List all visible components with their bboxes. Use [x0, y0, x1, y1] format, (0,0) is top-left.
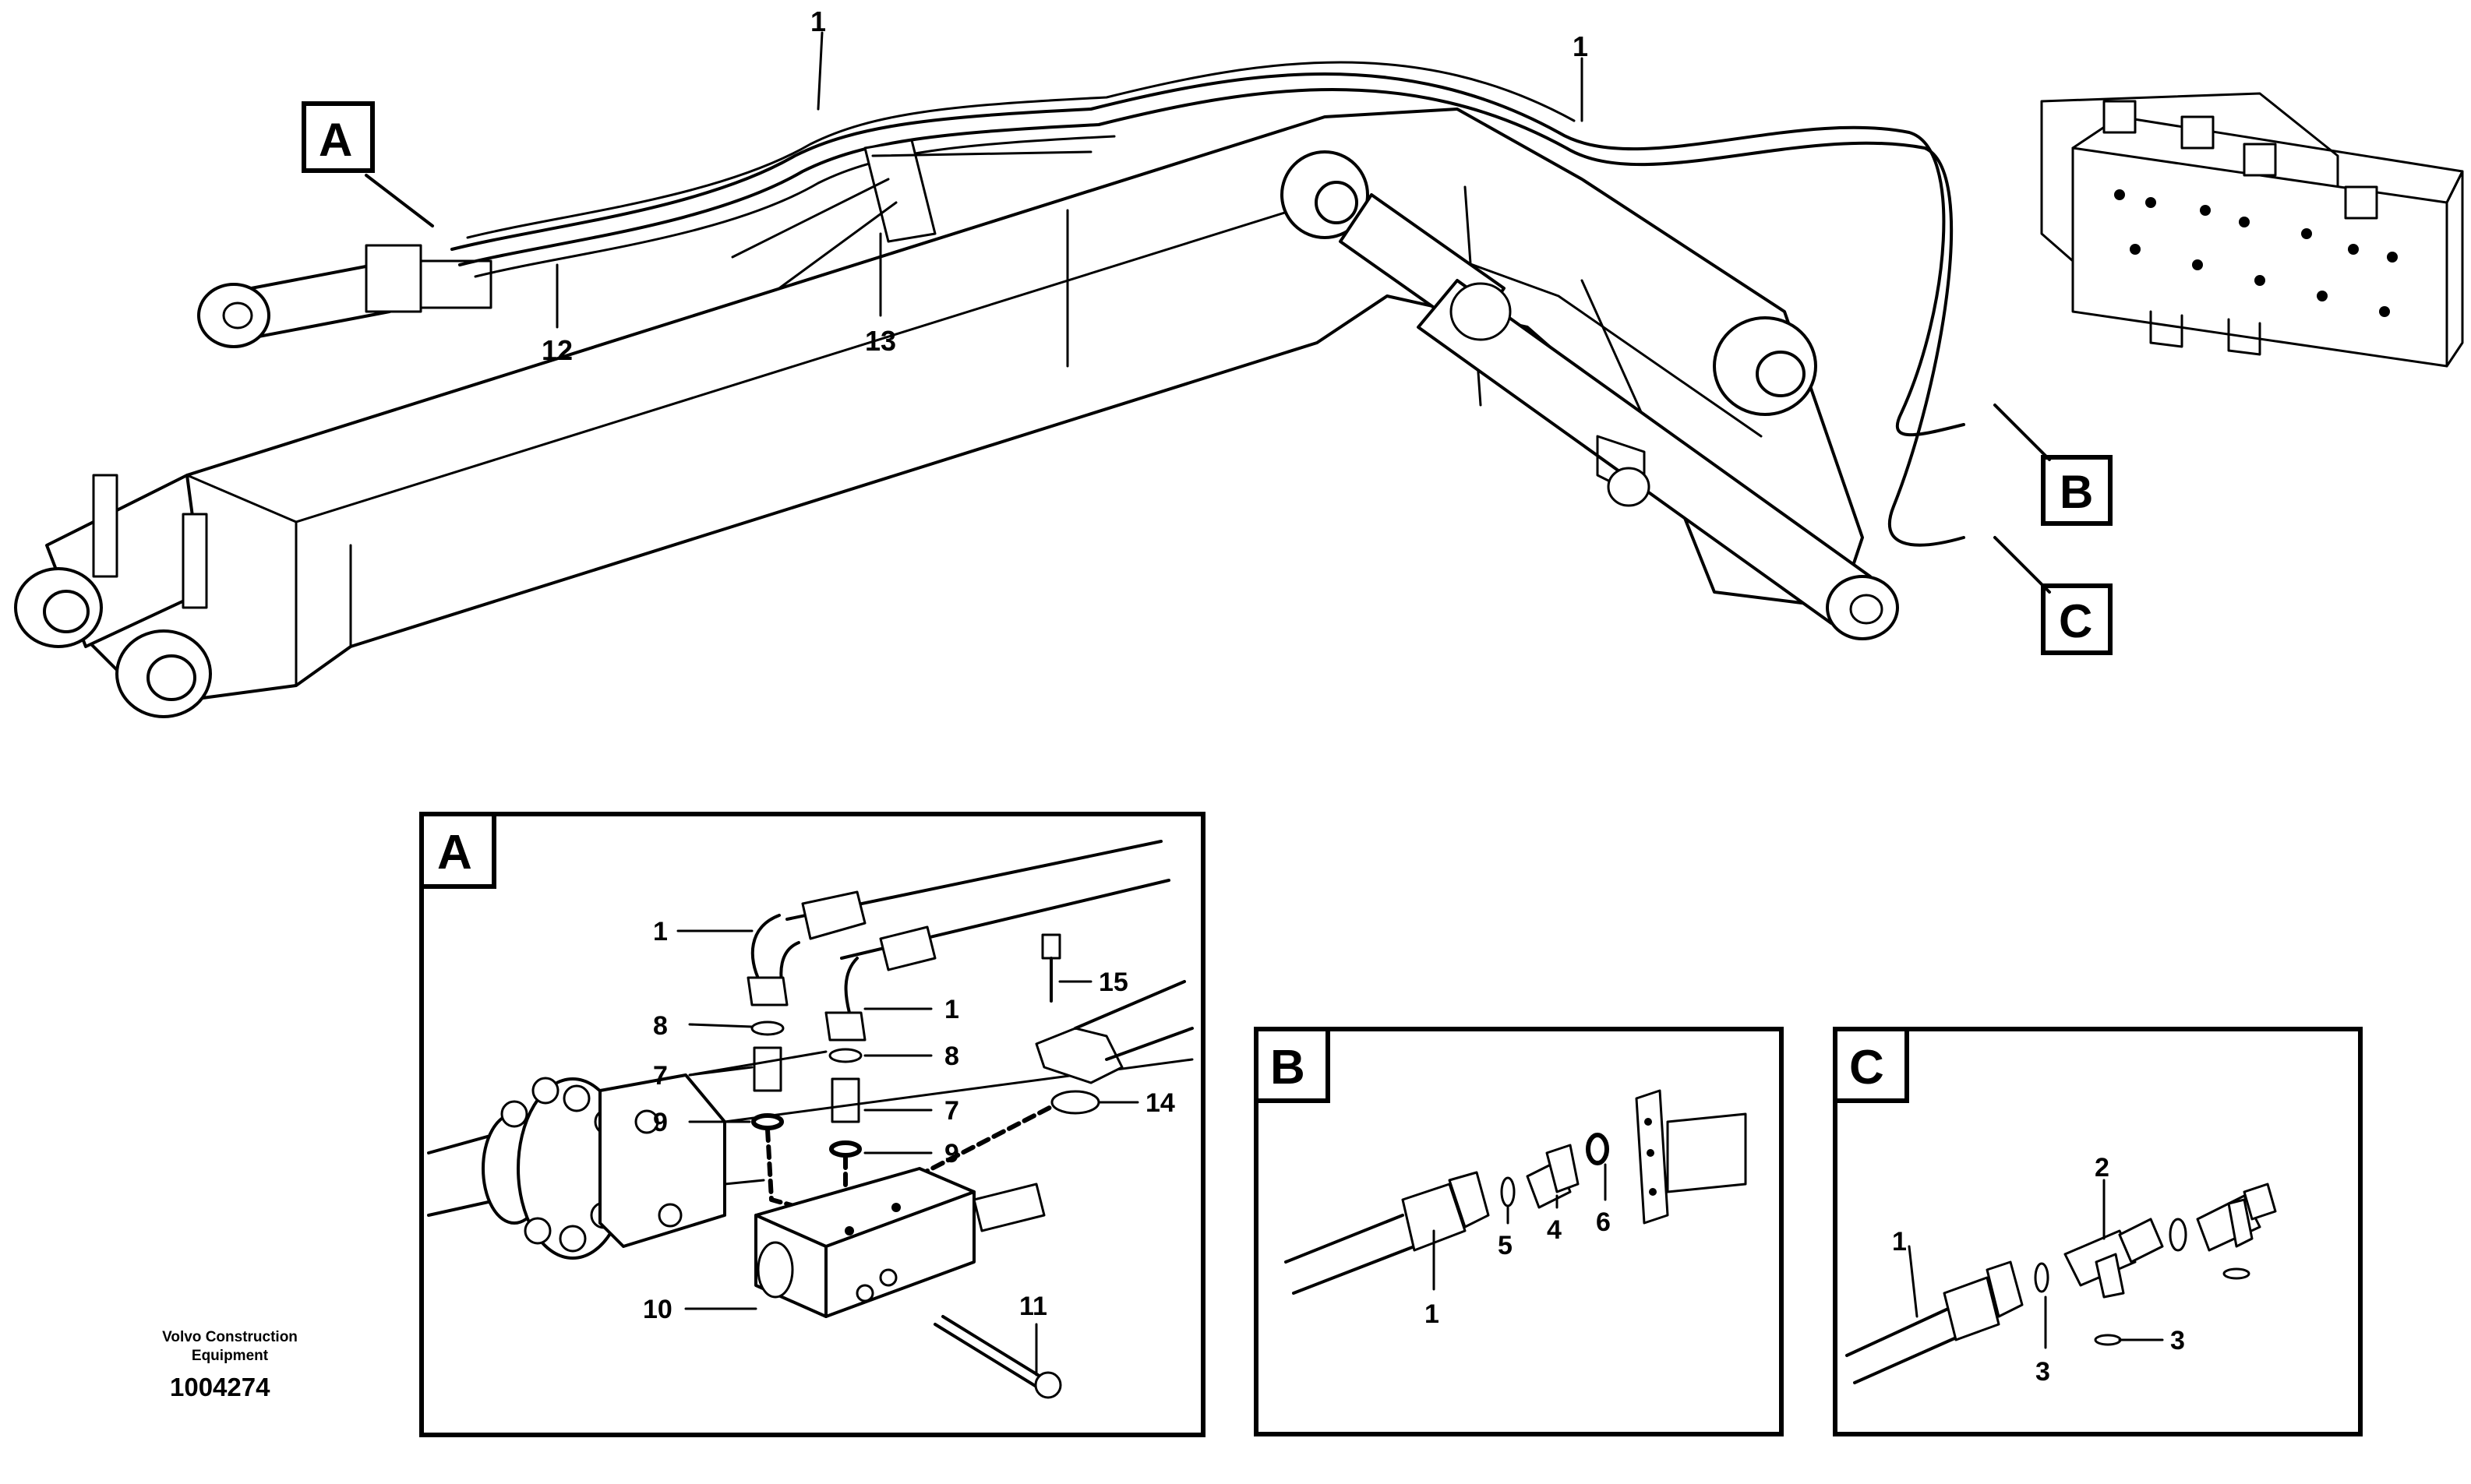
svg-text:C: C: [2059, 595, 2092, 647]
a-label-nipple-right: 7: [944, 1096, 959, 1126]
view-marker-a: A: [302, 101, 434, 227]
detail-c-title: C: [1849, 1041, 1884, 1094]
a-label-washer-left: 9: [653, 1108, 668, 1137]
callout-clamp-12: 12: [542, 334, 573, 366]
document-number: 1004274: [170, 1373, 270, 1401]
b-label-washer: 6: [1596, 1207, 1611, 1237]
detail-a-title: A: [437, 826, 472, 879]
foot-pin-left: [14, 567, 103, 648]
view-marker-b: B: [1993, 404, 2113, 526]
foot-pin-right: [115, 629, 212, 718]
boom-assembly: [14, 61, 2464, 718]
a-label-screw-15: 15: [1099, 968, 1128, 997]
control-valve-block: [2040, 92, 2464, 368]
publisher-credit: Volvo Construction Equipment 1004274: [117, 1328, 343, 1403]
a-label-hose-right: 1: [944, 995, 959, 1024]
a-label-oring-14: 14: [1145, 1088, 1175, 1118]
view-marker-c: C: [1993, 536, 2113, 655]
arm-end-boss: [1713, 316, 1817, 416]
callout-hose-left: 1: [810, 5, 826, 37]
svg-text:B: B: [2060, 466, 2093, 518]
b-label-seal: 5: [1498, 1231, 1513, 1260]
a-label-screw-11: 11: [1019, 1292, 1047, 1321]
detail-a-panel: A: [419, 812, 1205, 1437]
callout-hose-right: 1: [1573, 30, 1588, 62]
c-label-hose: 1: [1892, 1227, 1907, 1257]
boom-top-lug: [1280, 150, 1369, 239]
a-label-washer-right: 9: [944, 1139, 959, 1169]
b-label-coupling: 4: [1547, 1215, 1562, 1245]
detail-b-panel: B 1 5 4 6: [1254, 1027, 1784, 1436]
stick-cylinder: [197, 244, 492, 348]
a-label-hose-left: 1: [653, 917, 668, 946]
c-label-seal-lower: 3: [2035, 1357, 2050, 1387]
c-label-tee: 2: [2095, 1153, 2109, 1183]
main-callouts: 1 1 12 13: [542, 5, 1588, 366]
a-label-oring-right: 8: [944, 1042, 959, 1071]
boom-cylinder: [1339, 193, 1899, 640]
company-name-line1: Volvo Construction: [162, 1329, 298, 1345]
a-label-block: 10: [643, 1295, 672, 1324]
hydraulic-hoses: [450, 61, 1965, 547]
a-label-oring-left: 8: [653, 1011, 668, 1041]
c-label-seal-right: 3: [2170, 1326, 2185, 1355]
detail-b-title: B: [1270, 1041, 1305, 1094]
detail-c-panel: C 1 2 3 3: [1833, 1027, 2363, 1436]
company-name-line2: Equipment: [191, 1348, 269, 1364]
a-label-nipple-left: 7: [653, 1061, 668, 1091]
svg-text:A: A: [319, 114, 352, 166]
callout-clamp-13: 13: [865, 325, 896, 357]
b-label-hose: 1: [1424, 1299, 1439, 1329]
